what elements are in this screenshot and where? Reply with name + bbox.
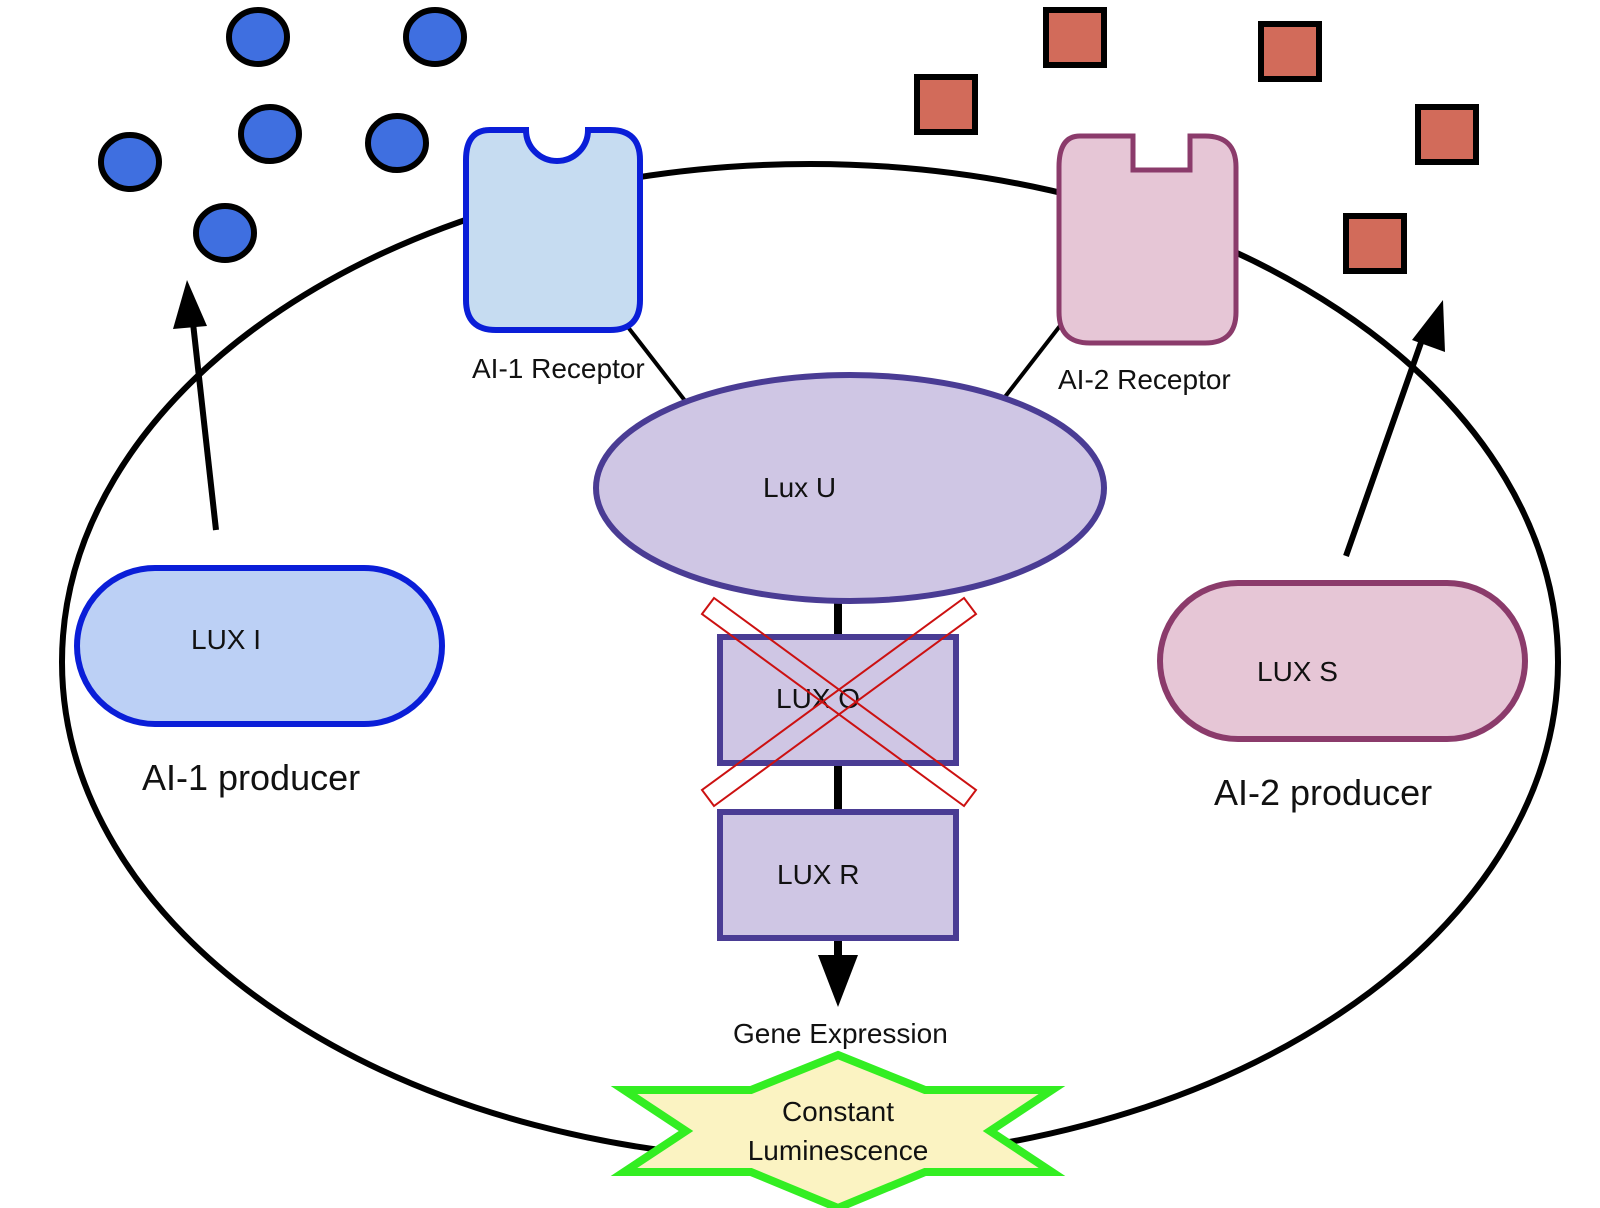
luminescence-output: Constant Luminescence bbox=[610, 1050, 1066, 1208]
ai1-molecule bbox=[193, 203, 257, 263]
luminescence-line2: Luminescence bbox=[748, 1135, 929, 1166]
lux-u-ellipse bbox=[593, 372, 1107, 604]
ai2-receptor: AI-2 Receptor bbox=[1056, 133, 1239, 395]
ai2-molecule bbox=[1415, 104, 1479, 165]
ai2-secretion-arrowhead bbox=[1412, 300, 1445, 352]
ai2-secretion-arrow bbox=[1343, 333, 1427, 557]
luminescence-line1: Constant bbox=[782, 1096, 894, 1127]
ai1-molecule bbox=[403, 7, 467, 67]
lux-i-capsule bbox=[74, 565, 445, 727]
luminescence-star bbox=[610, 1050, 1066, 1208]
lux-r-box bbox=[717, 809, 959, 941]
ai1-molecule bbox=[365, 113, 429, 173]
ai2-molecules bbox=[914, 7, 1479, 274]
ai1-secretion-arrowhead bbox=[173, 280, 207, 329]
ai1-molecule bbox=[98, 132, 162, 192]
ai2-producer-label: AI-2 producer bbox=[1214, 772, 1432, 813]
lux-i: LUX I AI-1 producer bbox=[74, 565, 445, 798]
lux-s: LUX S AI-2 producer bbox=[1157, 580, 1528, 813]
lux-u-label: Lux U bbox=[763, 472, 836, 503]
ai2-molecule bbox=[1043, 7, 1107, 68]
lux-r-label: LUX R bbox=[777, 859, 859, 890]
lux-s-capsule bbox=[1157, 580, 1528, 742]
ai1-molecule bbox=[238, 104, 302, 164]
ai2-molecule bbox=[914, 74, 978, 135]
lux-o: LUX O bbox=[700, 596, 978, 808]
ai1-receptor-connector bbox=[622, 320, 688, 404]
ai2-molecule bbox=[1343, 213, 1407, 274]
ai1-secretion-arrow bbox=[189, 313, 219, 531]
ai1-receptor-label: AI-1 Receptor bbox=[472, 353, 645, 384]
ai1-receptor-body bbox=[463, 127, 643, 333]
ai2-receptor-body bbox=[1056, 133, 1239, 346]
ai2-receptor-connector bbox=[999, 320, 1065, 404]
gene-expression-label: Gene Expression bbox=[733, 1018, 948, 1049]
lux-i-label: LUX I bbox=[191, 624, 261, 655]
ai2-molecule bbox=[1258, 21, 1322, 82]
ai2-receptor-label: AI-2 Receptor bbox=[1058, 364, 1231, 395]
ai1-receptor: AI-1 Receptor bbox=[463, 127, 645, 384]
knockout-cross bbox=[700, 596, 978, 808]
lux-u: Lux U bbox=[593, 372, 1107, 604]
ai1-producer-label: AI-1 producer bbox=[142, 757, 360, 798]
ai1-molecule bbox=[226, 7, 290, 67]
ai1-molecules bbox=[98, 7, 467, 263]
knockout-cross-stroke bbox=[700, 596, 978, 808]
lux-r: LUX R bbox=[717, 809, 959, 941]
lux-s-label: LUX S bbox=[1257, 656, 1338, 687]
gene-expression-arrowhead bbox=[818, 955, 858, 1007]
knockout-cross-stroke bbox=[700, 596, 978, 808]
